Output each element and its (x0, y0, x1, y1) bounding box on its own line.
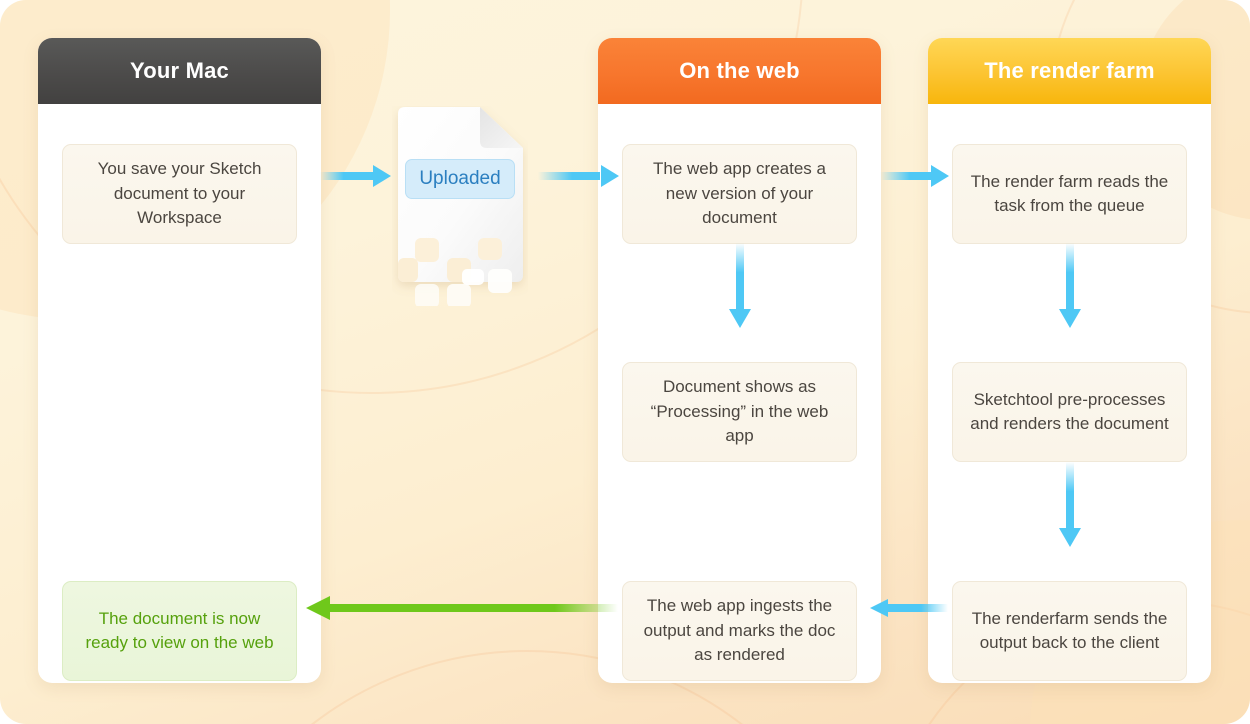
step-renderfarm-sends-output[interactable]: The renderfarm sends the output back to … (952, 581, 1187, 681)
document-floating-pixels (415, 269, 512, 308)
step-sketchtool-renders[interactable]: Sketchtool pre-processes and renders the… (952, 362, 1187, 462)
uploaded-document-icon: Uploaded (392, 106, 528, 308)
uploaded-badge-label: Uploaded (419, 168, 501, 189)
column-your-mac: Your Mac You save your Sketch document t… (38, 38, 321, 683)
column-header-your-mac: Your Mac (38, 38, 321, 104)
column-body-your-mac: You save your Sketch document to your Wo… (38, 104, 321, 683)
step-label: Document shows as “Processing” in the we… (650, 377, 829, 446)
step-render-farm-reads-task[interactable]: The render farm reads the task from the … (952, 144, 1187, 244)
step-label: The document is now ready to view on the… (85, 608, 274, 653)
column-body-the-render-farm: The render farm reads the task from the … (928, 104, 1211, 683)
arrow-web-to-mac-ready (306, 596, 618, 620)
column-body-on-the-web: The web app creates a new version of you… (598, 104, 881, 683)
step-label: The web app creates a new version of you… (653, 159, 826, 228)
step-web-app-creates-version[interactable]: The web app creates a new version of you… (622, 144, 857, 244)
step-document-ready[interactable]: The document is now ready to view on the… (62, 581, 297, 681)
column-the-render-farm: The render farm The render farm reads th… (928, 38, 1211, 683)
column-on-the-web: On the web The web app creates a new ver… (598, 38, 881, 683)
uploaded-badge: Uploaded (405, 159, 515, 199)
step-label: You save your Sketch document to your Wo… (97, 159, 262, 228)
step-label: The renderfarm sends the output back to … (971, 608, 1168, 653)
arrow-mac-to-upload (320, 165, 391, 187)
document-icon-svg (398, 107, 523, 308)
step-label: Sketchtool pre-processes and renders the… (970, 389, 1169, 434)
column-header-on-the-web: On the web (598, 38, 881, 104)
step-web-app-ingests-output[interactable]: The web app ingests the output and marks… (622, 581, 857, 681)
document-corner-fold (480, 107, 523, 148)
column-header-the-render-farm: The render farm (928, 38, 1211, 104)
step-label: The render farm reads the task from the … (970, 171, 1169, 216)
step-save-document[interactable]: You save your Sketch document to your Wo… (62, 144, 297, 244)
step-document-processing[interactable]: Document shows as “Processing” in the we… (622, 362, 857, 462)
step-label: The web app ingests the output and marks… (643, 596, 836, 665)
